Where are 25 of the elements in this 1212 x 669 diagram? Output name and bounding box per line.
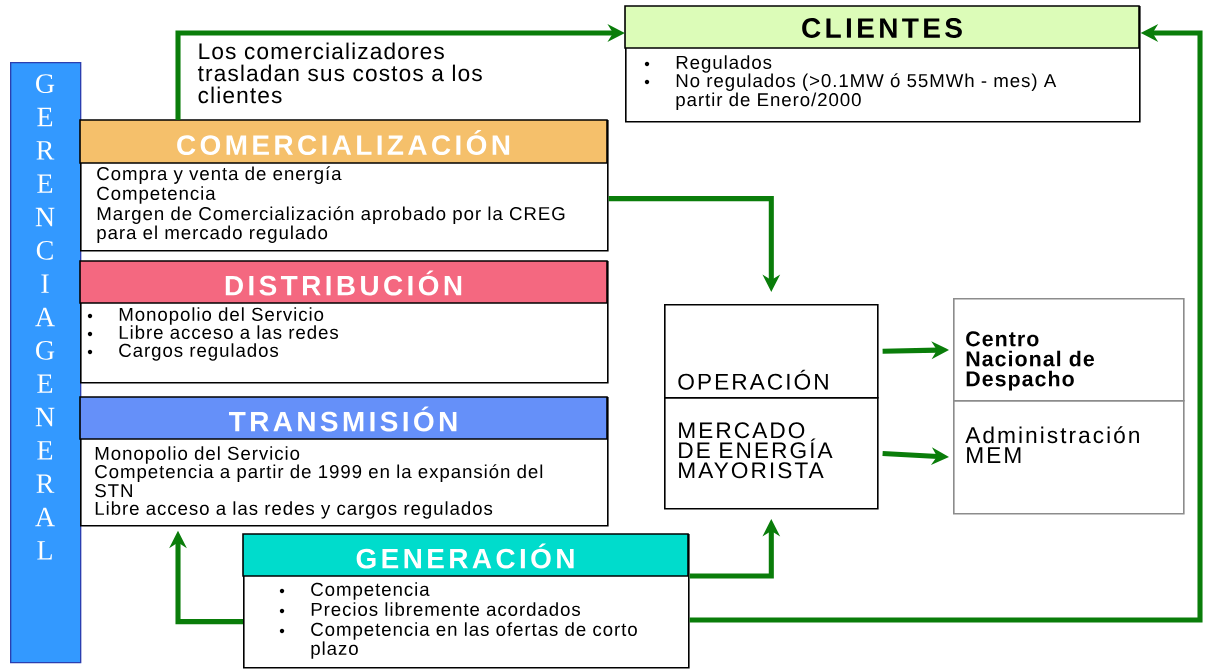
list-item: Precios libremente acordados [279,602,580,616]
edge-label: Los comercializadores trasladan sus costos a los clientes [196,41,504,105]
header-band: GENERACIÓN [242,533,689,577]
list-item: Cargos regulados [87,343,279,361]
list-item: Regulados [644,55,772,73]
header-band: COMERCIALIZACIÓN [79,119,608,164]
list-item: Competencia [97,186,216,204]
text-box: MERCADO DE ENERGÍA MAYORISTA [664,397,879,510]
text-box: OPERACIÓN [664,304,879,399]
list-item: Monopolio del Servicio [87,307,324,325]
list-item: Compra y venta de energía [97,166,342,184]
list-item: Competencia en las ofertas de corto plazo [279,622,637,659]
header-band: CLIENTES [624,5,1140,49]
text-box: Centro Nacional de Despacho [953,298,1185,402]
list-item: Libre acceso a las redes y cargos regulados [95,501,493,519]
list-item: Libre acceso a las redes [87,325,339,339]
header-band: DISTRIBUCIÓN [79,260,608,304]
list-item: Competencia a partir de 1999 en la expansión del STN [95,464,543,498]
list-item: Monopolio del Servicio [95,446,300,464]
list-item: Competencia [279,582,430,600]
text-box: Administración MEM [953,400,1185,515]
vertical-banner: GERENCIA GENERAL [10,62,82,664]
header-band: TRANSMISIÓN [79,396,608,440]
list-item: No regulados (>0.1MW ó 55MWh - mes) A partir de Enero/2000 [644,73,1057,110]
list-item: Margen de Comercialización aprobado por la CREG para el mercado regulado [97,206,565,243]
